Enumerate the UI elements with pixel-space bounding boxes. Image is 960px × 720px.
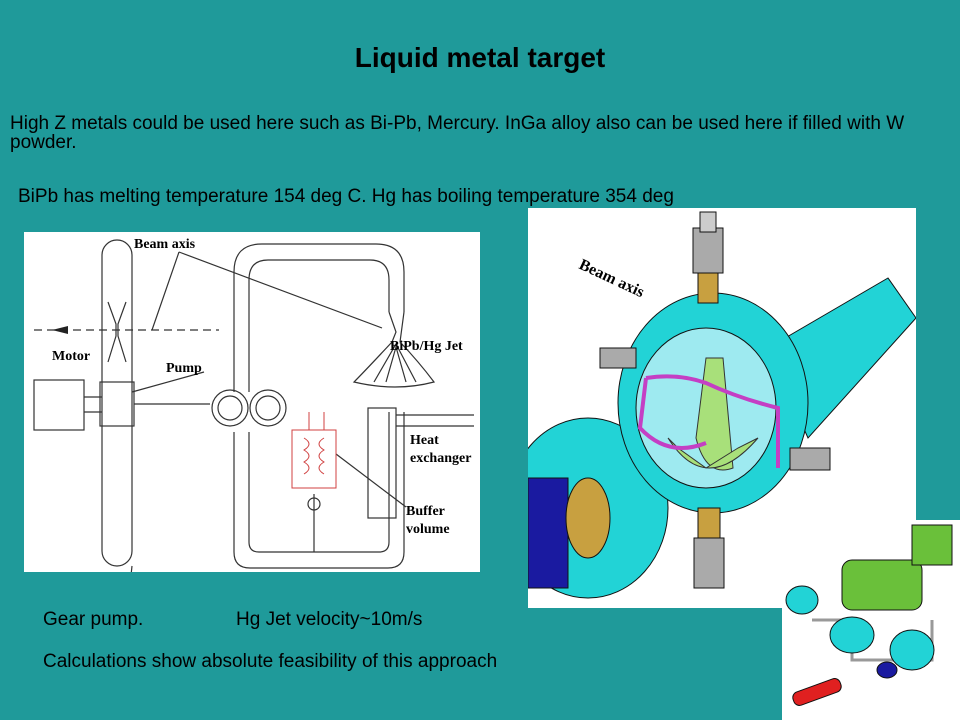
right-loop-bottom-inner xyxy=(248,412,390,553)
label-buffer: Buffer xyxy=(406,504,445,519)
caption-calculations: Calculations show absolute feasibility o… xyxy=(43,651,498,672)
target-3d-render: Beam axis xyxy=(528,208,916,608)
label-volume: volume xyxy=(406,522,450,537)
buffer-volume-box xyxy=(291,429,337,489)
render-drawing: Beam axis xyxy=(528,211,916,599)
right-loop-outer xyxy=(233,243,405,392)
render-beam-axis-label: Beam axis xyxy=(576,256,646,301)
jet-spray xyxy=(373,342,417,383)
label-jet: BiPb/Hg Jet xyxy=(390,339,463,354)
slide-title: Liquid metal target xyxy=(354,42,606,73)
schematic-drawing: Beam axis Motor Pump BiPb/Hg Jet Heat ex… xyxy=(33,237,474,572)
label-exchanger: exchanger xyxy=(410,451,471,466)
schematic-diagram: Beam axis Motor Pump BiPb/Hg Jet Heat ex… xyxy=(24,232,480,572)
heat-exchanger xyxy=(367,407,397,519)
label-heat: Heat xyxy=(410,433,439,448)
left-fitting xyxy=(599,347,637,369)
inset-assembly-render xyxy=(782,520,960,720)
gear-right xyxy=(249,389,287,427)
inset-motor xyxy=(841,559,923,611)
gear-left xyxy=(211,389,249,427)
top-fitting xyxy=(692,227,724,274)
jet-cone xyxy=(352,311,436,388)
inset-drawing xyxy=(785,524,953,706)
right-loop-inner xyxy=(248,259,390,392)
bottom-fitting xyxy=(697,507,721,539)
caption-jet-velocity: Hg Jet velocity~10m/s xyxy=(236,609,423,630)
left-loop-tube xyxy=(101,239,133,567)
right-fitting xyxy=(789,447,831,471)
nozzle xyxy=(107,301,127,363)
label-beam-axis: Beam axis xyxy=(134,237,196,252)
magenta-loop xyxy=(637,374,780,468)
right-loop-bottom-outer xyxy=(233,412,405,569)
paragraph-metals: High Z metals could be used here such as… xyxy=(10,113,905,153)
motor-box xyxy=(33,379,85,431)
pump-box xyxy=(99,381,135,427)
label-motor: Motor xyxy=(52,349,90,364)
label-pump: Pump xyxy=(166,361,202,376)
beam-arrow xyxy=(52,326,68,334)
caption-gear-pump: Gear pump. xyxy=(43,609,144,630)
inset-red-part xyxy=(792,678,842,706)
navy-flange xyxy=(528,477,569,589)
paragraph-temperatures: BiPb has melting temperature 154 deg C. … xyxy=(18,186,674,207)
